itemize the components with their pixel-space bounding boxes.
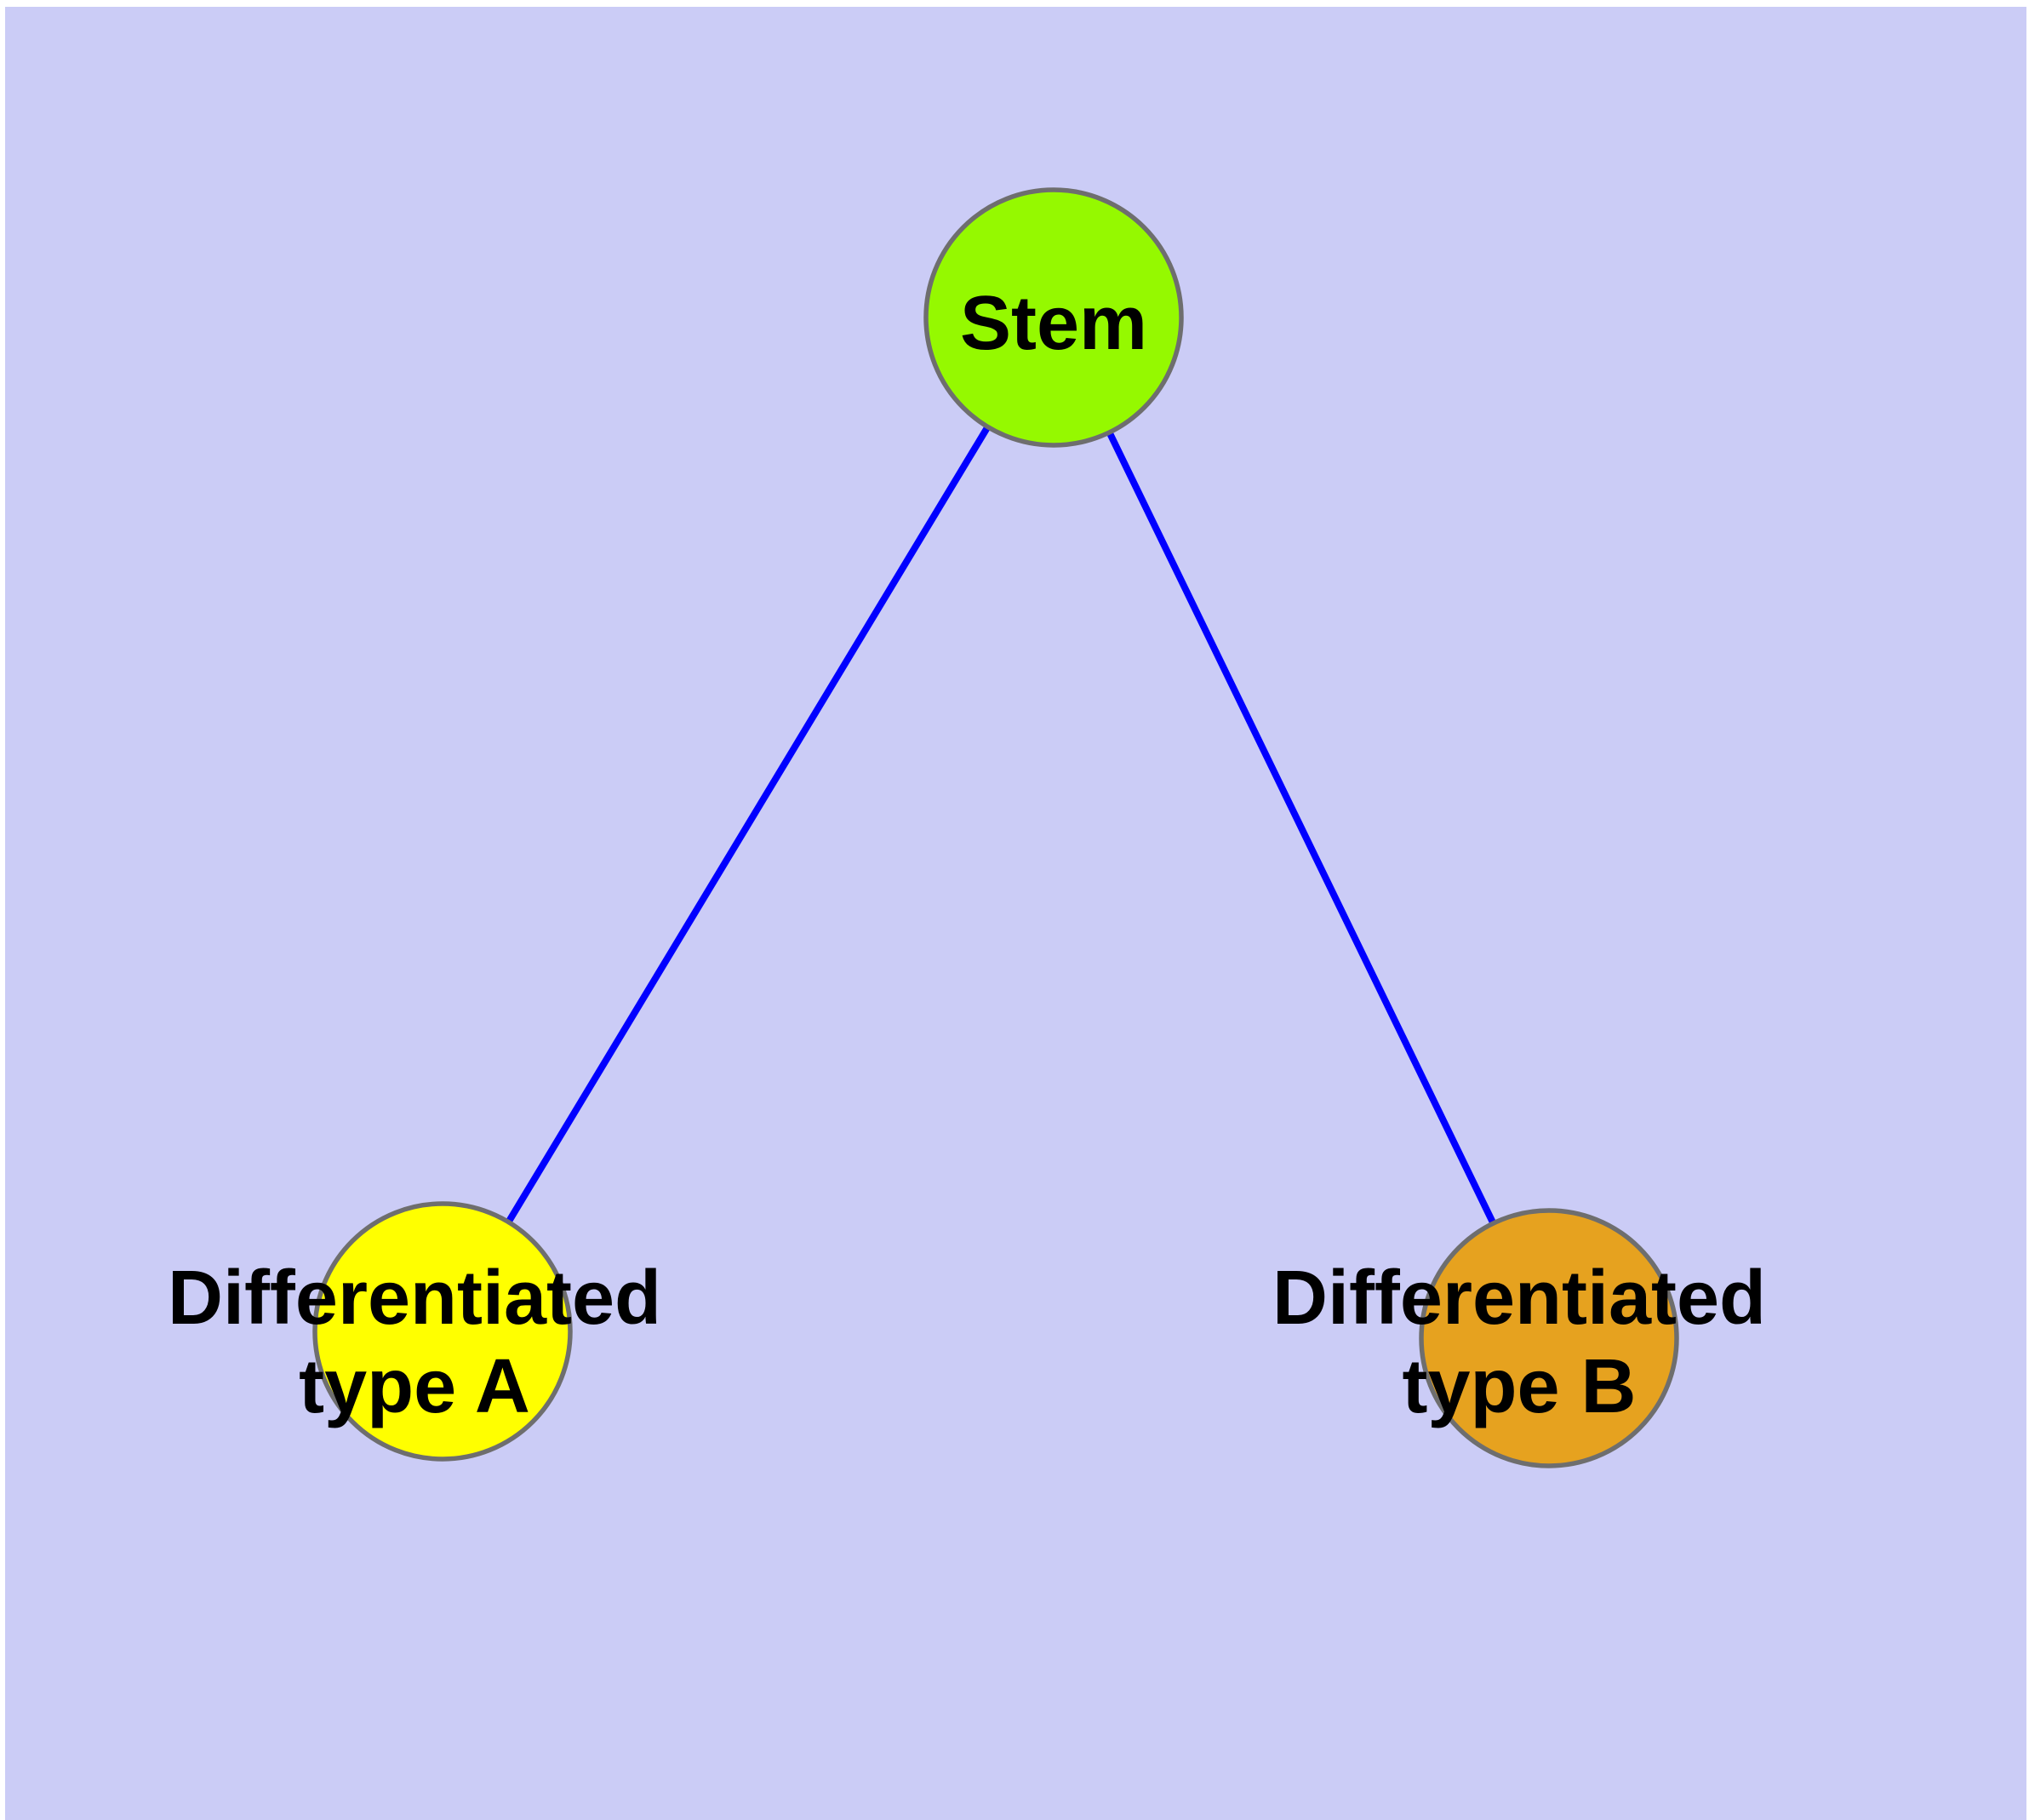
node-type-a-label-line2: type A <box>299 1344 530 1429</box>
edge-stem-to-type-a <box>439 315 1057 1334</box>
node-type-a-label-line1: Differentiated <box>168 1256 661 1341</box>
node-stem-label: Stem <box>960 281 1147 366</box>
node-stem <box>923 187 1184 448</box>
node-type-b-label-line1: Differentiated <box>1272 1256 1766 1341</box>
node-type-b-label-line2: type B <box>1402 1344 1636 1429</box>
node-differentiated-type-b <box>1419 1208 1679 1468</box>
node-differentiated-type-a <box>312 1201 573 1462</box>
edge-stem-to-type-b <box>1050 316 1552 1340</box>
